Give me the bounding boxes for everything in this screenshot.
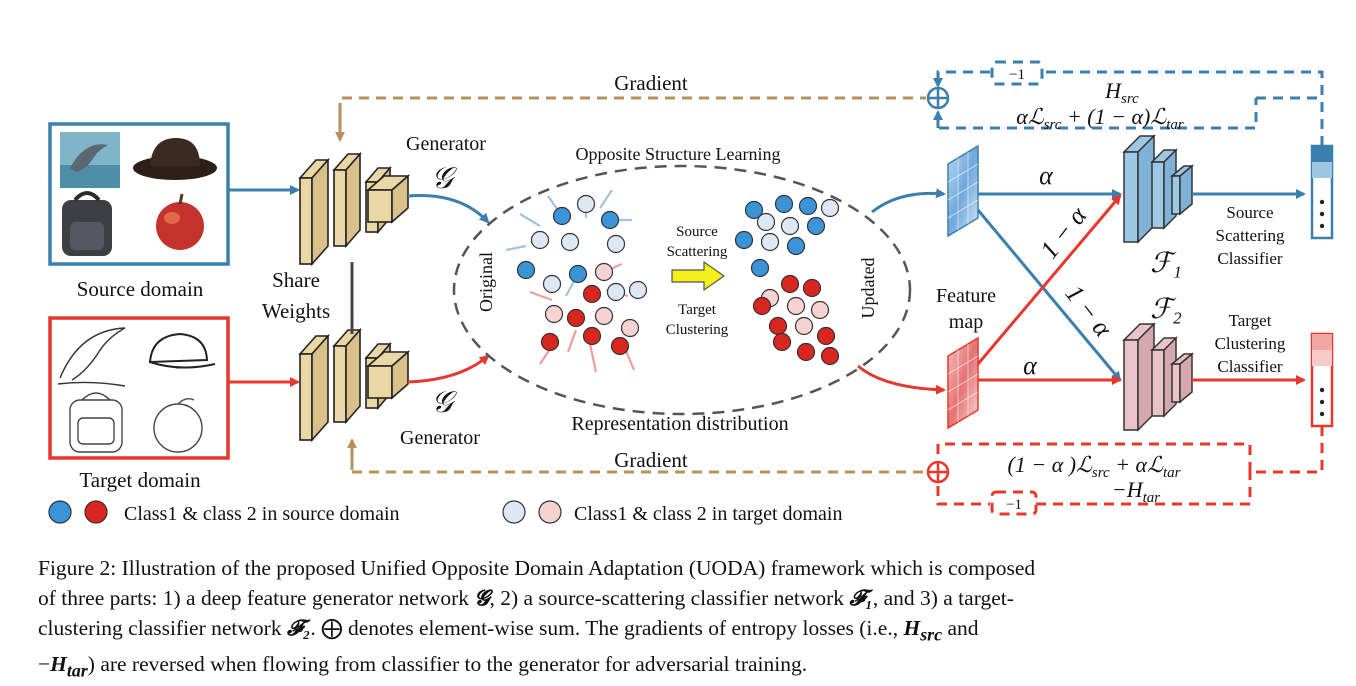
apple-photo-icon xyxy=(156,193,204,250)
target-clustering-label-1: Target xyxy=(678,302,717,318)
dolphin-photo-icon xyxy=(60,132,120,188)
apple-sketch-icon xyxy=(153,397,203,453)
feature-map-label-1: Feature xyxy=(936,285,996,307)
generator-top-label: Generator xyxy=(406,133,486,155)
target-classifier-label-1: Target xyxy=(1229,311,1272,330)
source-output-vector xyxy=(1310,144,1334,240)
original-label: Original xyxy=(476,252,496,312)
ellipse-to-feature-bottom-arrow xyxy=(857,364,946,395)
alpha-top-label: α xyxy=(1039,161,1054,190)
minus-one-top-label: −1 xyxy=(1009,67,1025,83)
share-weights-label-2: Weights xyxy=(262,299,330,323)
generator-bottom-block xyxy=(298,327,411,443)
feature-map-target xyxy=(947,336,979,430)
caption-line-1: Figure 2: Illustration of the proposed U… xyxy=(38,556,1036,580)
oplus-top-icon xyxy=(926,86,950,110)
original-distribution-dots xyxy=(505,189,648,373)
target-one-minus-alpha-arrow xyxy=(976,194,1122,365)
source-classifier-label-1: Source xyxy=(1226,203,1273,222)
gradient-bottom-label: Gradient xyxy=(614,448,688,472)
caption-line-3: clustering classifier network 𝓕₂. ⨁ deno… xyxy=(38,616,979,645)
source-classifier-label-2: Scattering xyxy=(1216,226,1285,245)
f1-label: ℱ₁ xyxy=(1150,248,1182,279)
classifier-f1-block xyxy=(1122,134,1195,244)
generator-top-block xyxy=(298,151,411,267)
cap-sketch-icon xyxy=(148,332,216,369)
target-output-vector xyxy=(1310,332,1334,428)
caption-line-2: of three parts: 1) a deep feature genera… xyxy=(38,586,1014,610)
oplus-bottom-icon xyxy=(926,460,950,484)
minus-one-bottom-label: −1 xyxy=(1006,497,1022,513)
share-weights-label-1: Share xyxy=(272,268,320,292)
figure-caption: Figure 2: Illustration of the proposed U… xyxy=(38,553,1328,686)
legend-source-label: Class1 & class 2 in source domain xyxy=(124,503,400,525)
representation-ellipse xyxy=(452,164,912,416)
target-domain-box xyxy=(48,316,230,460)
legend-source-class1-swatch xyxy=(48,500,72,524)
updated-label: Updated xyxy=(858,258,878,319)
representation-label: Representation distribution xyxy=(571,413,788,435)
alpha-bottom-label: α xyxy=(1023,351,1038,380)
osl-title: Opposite Structure Learning xyxy=(576,144,781,164)
generator-bottom-symbol: 𝒢 xyxy=(431,386,457,419)
classifier-f2-block xyxy=(1122,322,1195,432)
generator-top-to-ellipse-arrow xyxy=(407,194,490,224)
generator-top-symbol: 𝒢 xyxy=(431,162,457,195)
feature-map-source xyxy=(947,144,979,238)
transform-arrow-icon xyxy=(671,260,726,292)
legend-target-class2-swatch xyxy=(538,500,562,524)
source-scattering-label-2: Scattering xyxy=(667,244,728,260)
source-domain-box xyxy=(48,122,230,266)
h-tar-label: −Htar xyxy=(1112,477,1160,506)
backpack-sketch-icon xyxy=(69,392,123,453)
target-classifier-label-2: Clustering xyxy=(1215,334,1286,353)
source-one-minus-alpha-arrow xyxy=(976,209,1122,382)
target-classifier-label-3: Classifier xyxy=(1217,357,1282,376)
updated-distribution-dots xyxy=(734,194,840,366)
feature-map-label-2: map xyxy=(949,311,983,333)
legend-target-class1-swatch xyxy=(502,500,526,524)
backpack-photo-icon xyxy=(62,191,112,256)
loss-bottom-formula: (1 − α )ℒsrc + αℒtar xyxy=(1008,452,1181,481)
one-minus-alpha-blue-label: 1 − α xyxy=(1060,279,1119,343)
source-scattering-label-1: Source xyxy=(676,224,718,240)
loss-top-formula: αℒsrc + (1 − α)ℒtar xyxy=(1016,104,1184,133)
dolphin-sketch-icon xyxy=(57,327,126,387)
legend-target-label: Class1 & class 2 in target domain xyxy=(574,503,843,525)
source-domain-label: Source domain xyxy=(77,277,204,301)
ellipse-to-feature-top-arrow xyxy=(871,188,946,214)
one-minus-alpha-red-label: 1 − α xyxy=(1034,200,1093,264)
target-clustering-label-2: Clustering xyxy=(666,322,729,338)
gradient-top-line xyxy=(338,96,926,130)
caption-line-4: −Htar) are reversed when flowing from cl… xyxy=(38,652,808,681)
source-classifier-label-3: Classifier xyxy=(1217,249,1282,268)
legend-source-class2-swatch xyxy=(84,500,108,524)
target-domain-label: Target domain xyxy=(79,468,201,492)
generator-bottom-to-ellipse-arrow xyxy=(407,354,490,384)
f2-label: ℱ₂ xyxy=(1150,294,1182,325)
generator-bottom-label: Generator xyxy=(400,427,480,449)
uoda-diagram: Source domain Target domain xyxy=(48,60,1334,525)
gradient-top-label: Gradient xyxy=(614,71,688,95)
target-loss-feedback xyxy=(936,426,1324,516)
h-src-label: Hsrc xyxy=(1104,78,1139,107)
legend: Class1 & class 2 in source domain Class1… xyxy=(48,500,843,525)
hat-photo-icon xyxy=(133,138,217,180)
